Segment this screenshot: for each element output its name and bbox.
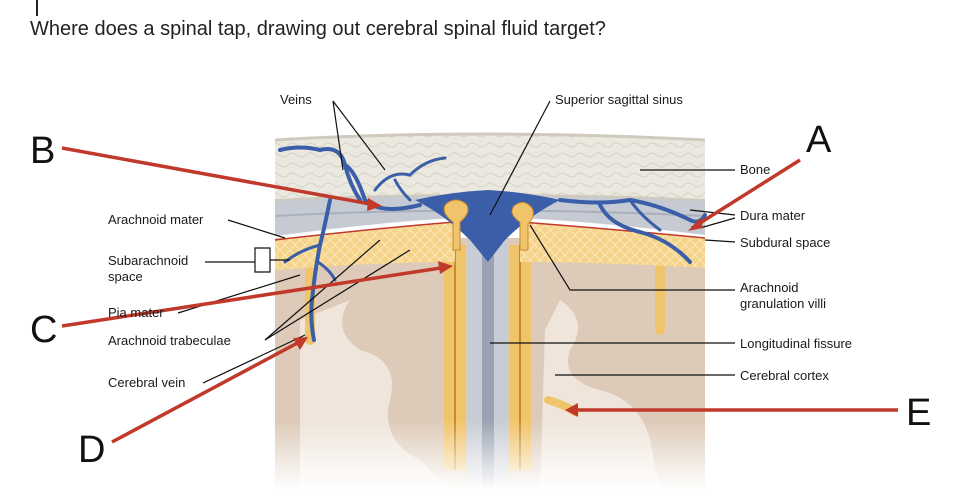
leader-lines — [177, 100, 736, 384]
letter-d: D — [78, 429, 105, 471]
answer-arrows — [61, 146, 898, 444]
arrow-d-head — [293, 337, 308, 350]
label-subarachnoid-space-line2: space — [108, 269, 143, 284]
label-superior-sagittal-sinus: Superior sagittal sinus — [555, 92, 683, 107]
arachnoid-granulations — [443, 199, 534, 251]
label-dura-mater: Dura mater — [740, 208, 806, 223]
arrow-e-head — [565, 403, 578, 417]
arrow-b-head — [367, 198, 382, 211]
question-text: Where does a spinal tap, drawing out cer… — [30, 18, 606, 40]
label-subarachnoid-space-line1: Subarachnoid — [108, 253, 188, 268]
label-veins: Veins — [280, 92, 312, 107]
letter-c: C — [30, 309, 57, 351]
label-longitudinal-fissure: Longitudinal fissure — [740, 336, 852, 351]
arrow-d — [111, 338, 304, 444]
arrow-c-head — [438, 261, 453, 274]
letter-e: E — [906, 392, 931, 434]
label-pia-mater: Pia mater — [108, 305, 164, 320]
label-arachnoid-granulation-villi-line2: granulation villi — [740, 296, 826, 311]
arrow-a — [691, 158, 801, 230]
arrow-b — [61, 146, 377, 207]
bottom-fade — [260, 420, 720, 490]
text-cursor — [36, 0, 38, 16]
label-arachnoid-trabeculae: Arachnoid trabeculae — [108, 333, 231, 348]
label-bone: Bone — [740, 162, 770, 177]
arrow-a-head — [688, 218, 703, 231]
arrow-c — [61, 265, 448, 328]
label-cerebral-cortex: Cerebral cortex — [740, 368, 829, 383]
label-subdural-space: Subdural space — [740, 235, 830, 250]
letter-b: B — [30, 130, 55, 172]
label-cerebral-vein: Cerebral vein — [108, 375, 185, 390]
label-arachnoid-mater: Arachnoid mater — [108, 212, 204, 227]
arachnoid-band — [274, 221, 706, 270]
letter-a: A — [806, 119, 832, 161]
label-arachnoid-granulation-villi-line1: Arachnoid — [740, 280, 799, 295]
